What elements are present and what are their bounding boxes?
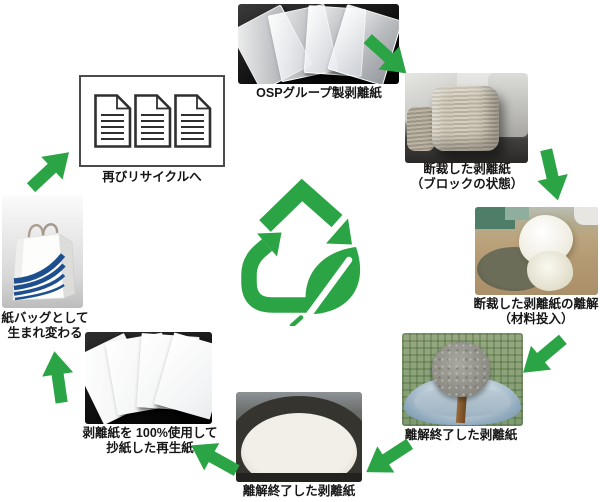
photo-paper-bag bbox=[2, 195, 83, 308]
flow-arrow-up-icon bbox=[42, 351, 74, 404]
photo-cut-release-paper-block bbox=[405, 73, 528, 163]
caption-osp-release-paper: OSPグループ製剥離紙 bbox=[256, 86, 382, 100]
recycle-leaf-icon bbox=[241, 178, 361, 326]
paper-bag-illustration bbox=[2, 195, 83, 308]
paper-fluff bbox=[527, 251, 573, 291]
photo-recycled-paper-sheets bbox=[85, 332, 212, 424]
leaf-stem-highlight bbox=[304, 256, 353, 320]
caption-disintegrated-vat: 離解終了した剥離紙 bbox=[242, 484, 356, 498]
bag-handle bbox=[41, 223, 59, 237]
machinery bbox=[505, 207, 529, 220]
bag-blue-swoosh bbox=[14, 283, 65, 301]
worker bbox=[574, 207, 598, 225]
document-icon bbox=[134, 94, 172, 148]
flow-arrow-down-left-icon bbox=[523, 334, 567, 373]
flow-arrow-left-down-icon bbox=[366, 438, 414, 473]
recycle-again-box bbox=[79, 75, 225, 167]
caption-disintegrated-scoop: 離解終了した剥離紙 bbox=[404, 428, 518, 442]
caption-recycle-again: 再びリサイクルへ bbox=[102, 170, 202, 184]
bag-blue-swoosh bbox=[13, 263, 66, 291]
flow-arrow-down-icon bbox=[537, 148, 568, 201]
bag-blue-swoosh bbox=[13, 253, 66, 284]
document-icon bbox=[174, 94, 212, 148]
caption-recycled-paper: 剥離紙を 100%使用して 抄紙した再生紙 bbox=[82, 426, 218, 455]
photo-disintegrated-pulp-scoop bbox=[402, 333, 523, 426]
document-icon bbox=[94, 94, 132, 148]
flow-arrow-down-right-icon bbox=[363, 34, 407, 74]
bag-blue-swoosh bbox=[13, 273, 66, 296]
photo-disintegrated-pulp-vat bbox=[236, 392, 362, 482]
photo-disintegration-pulper bbox=[475, 207, 598, 295]
paper-block bbox=[432, 86, 499, 151]
flow-arrow-up-right-icon bbox=[26, 152, 70, 193]
caption-disintegration: 断裁した剥離紙の離解 （材料投入） bbox=[473, 297, 599, 326]
documents-icon-group bbox=[94, 94, 212, 148]
vat-edge bbox=[236, 473, 362, 482]
pulp-texture bbox=[432, 342, 490, 397]
pulp-surface bbox=[241, 413, 357, 482]
caption-paper-bag: 紙バッグとして 生まれ変わる bbox=[1, 311, 89, 340]
caption-cut-block: 断裁した剥離紙 （ブロックの状態） bbox=[410, 162, 524, 191]
flow-arrow-up-left-icon bbox=[191, 443, 240, 476]
paper-block-side bbox=[407, 107, 435, 151]
bag-front-shading bbox=[13, 239, 24, 300]
